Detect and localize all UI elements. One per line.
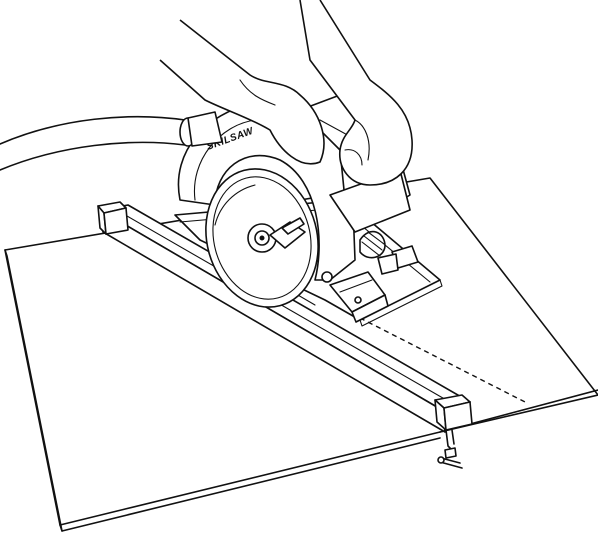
depth-adjust-knob xyxy=(359,230,386,259)
bevel-lock-lever xyxy=(377,245,419,275)
dust-hose xyxy=(0,111,223,171)
front-guide-mechanism xyxy=(321,271,389,323)
workpiece-board xyxy=(4,177,598,532)
rail-end-cap-left xyxy=(97,201,129,235)
rail-end-cap-right xyxy=(434,394,473,431)
operator-hands xyxy=(159,0,413,186)
guard-lever xyxy=(269,217,306,249)
cut-line xyxy=(359,317,526,403)
arbor-nut xyxy=(247,223,277,253)
clamp-screw xyxy=(437,429,463,469)
